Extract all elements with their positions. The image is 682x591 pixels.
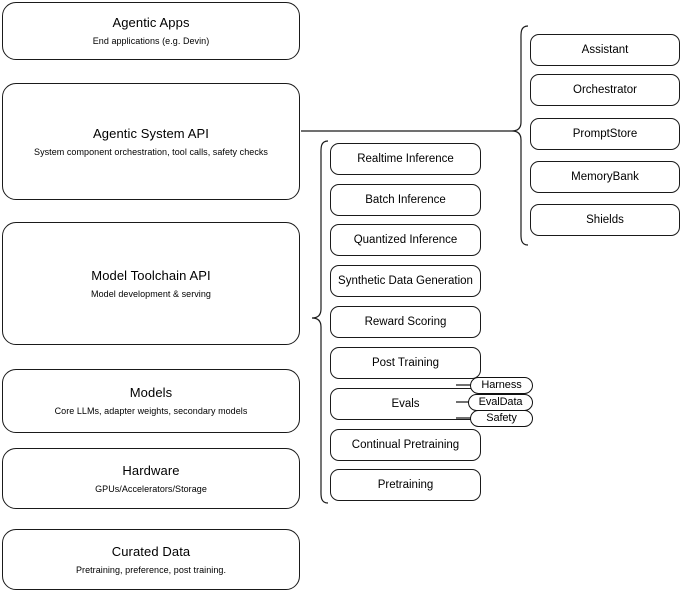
system-box-promptstore[interactable]: PromptStore bbox=[530, 118, 680, 150]
toolchain-box-quantized-inference[interactable]: Quantized Inference bbox=[330, 224, 481, 256]
evals-pill-harness[interactable]: Harness bbox=[470, 377, 533, 394]
brace-toolchain-components bbox=[311, 140, 329, 504]
layer-subtitle: Core LLMs, adapter weights, secondary mo… bbox=[54, 406, 248, 416]
system-label: Orchestrator bbox=[573, 84, 637, 96]
toolchain-box-synthetic-data-generation[interactable]: Synthetic Data Generation bbox=[330, 265, 481, 297]
layer-title: Curated Data bbox=[111, 543, 191, 559]
layer-title: Agentic Apps bbox=[112, 15, 190, 30]
toolchain-label: Reward Scoring bbox=[364, 316, 447, 328]
layer-title: Models bbox=[129, 385, 173, 400]
evals-pill-evaldata[interactable]: EvalData bbox=[468, 394, 533, 411]
system-box-assistant[interactable]: Assistant bbox=[530, 34, 680, 66]
system-label: PromptStore bbox=[572, 128, 638, 140]
layer-title: Agentic System API bbox=[93, 125, 209, 141]
layer-subtitle: GPUs/Accelerators/Storage bbox=[95, 483, 207, 494]
toolchain-label: Batch Inference bbox=[365, 194, 446, 206]
toolchain-box-batch-inference[interactable]: Batch Inference bbox=[330, 184, 481, 216]
layer-subtitle: Model development & serving bbox=[91, 288, 211, 299]
layer-title: Hardware bbox=[122, 462, 180, 478]
layer-box-agentic-system-api[interactable]: Agentic System API System component orch… bbox=[2, 83, 300, 200]
system-label: MemoryBank bbox=[571, 171, 639, 183]
evals-pill-safety[interactable]: Safety bbox=[470, 410, 533, 427]
system-box-memorybank[interactable]: MemoryBank bbox=[530, 161, 680, 193]
evals-pill-label: Safety bbox=[486, 412, 517, 424]
toolchain-label: Post Training bbox=[371, 357, 440, 369]
layer-box-hardware[interactable]: Hardware GPUs/Accelerators/Storage bbox=[2, 448, 300, 509]
toolchain-label: Evals bbox=[391, 398, 420, 410]
system-label: Assistant bbox=[581, 44, 629, 56]
system-box-shields[interactable]: Shields bbox=[530, 204, 680, 236]
layer-box-models[interactable]: Models Core LLMs, adapter weights, secon… bbox=[2, 369, 300, 433]
toolchain-box-realtime-inference[interactable]: Realtime Inference bbox=[330, 143, 481, 175]
toolchain-label: Synthetic Data Generation bbox=[338, 275, 473, 287]
toolchain-box-continual-pretraining[interactable]: Continual Pretraining bbox=[330, 429, 481, 461]
evals-pill-label: EvalData bbox=[478, 396, 523, 408]
toolchain-label: Realtime Inference bbox=[357, 153, 454, 165]
toolchain-label: Continual Pretraining bbox=[351, 439, 460, 451]
layer-subtitle: Pretraining, preference, post training. bbox=[75, 564, 227, 575]
layer-box-agentic-apps[interactable]: Agentic Apps End applications (e.g. Devi… bbox=[2, 2, 300, 60]
toolchain-box-reward-scoring[interactable]: Reward Scoring bbox=[330, 306, 481, 338]
evals-pill-label: Harness bbox=[481, 379, 522, 391]
layer-title: Model Toolchain API bbox=[91, 267, 211, 283]
toolchain-box-pretraining[interactable]: Pretraining bbox=[330, 469, 481, 501]
layer-subtitle: System component orchestration, tool cal… bbox=[34, 146, 268, 157]
brace-system-components bbox=[511, 25, 529, 246]
toolchain-label: Quantized Inference bbox=[353, 234, 458, 246]
system-box-orchestrator[interactable]: Orchestrator bbox=[530, 74, 680, 106]
toolchain-label: Pretraining bbox=[377, 479, 434, 491]
system-label: Shields bbox=[586, 214, 624, 226]
toolchain-box-evals[interactable]: Evals bbox=[330, 388, 481, 420]
layer-box-curated-data[interactable]: Curated Data Pretraining, preference, po… bbox=[2, 529, 300, 590]
layer-subtitle: End applications (e.g. Devin) bbox=[92, 36, 210, 46]
toolchain-box-post-training[interactable]: Post Training bbox=[330, 347, 481, 379]
layer-box-model-toolchain-api[interactable]: Model Toolchain API Model development & … bbox=[2, 222, 300, 345]
